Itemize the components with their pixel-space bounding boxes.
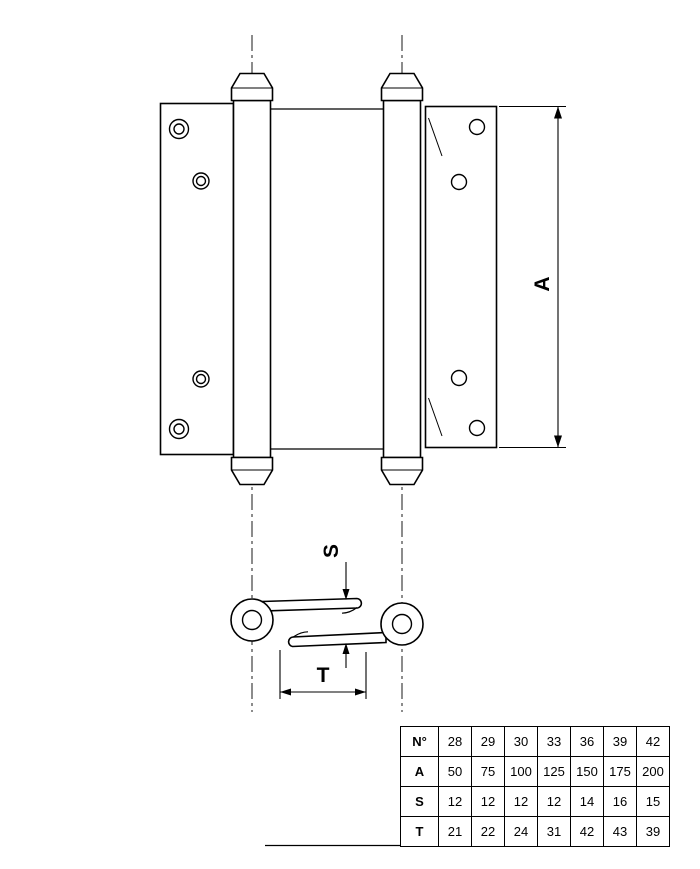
barrel-left-top-cap (230, 72, 274, 102)
barrel-left-body (232, 99, 272, 459)
dim-a-label: A (531, 276, 554, 291)
table-cell: 30 (504, 726, 538, 757)
screw-hole (168, 118, 190, 140)
plan-upper-leaf (261, 597, 363, 612)
screw-hole (168, 418, 190, 440)
hinge-plan-view (230, 597, 424, 648)
table-cell: 16 (603, 786, 637, 817)
dimension-s (342, 562, 350, 668)
plan-knuckle-right-outer (380, 602, 424, 646)
table-cell: 31 (537, 816, 571, 847)
table-cell: 36 (570, 726, 604, 757)
table-cell: 21 (438, 816, 472, 847)
table-cell: 100 (504, 756, 538, 787)
table-row-a: A 50 75 100 125 150 175 200 (400, 756, 670, 787)
dim-t-label: T (317, 664, 330, 687)
dim-s-label: S (320, 544, 343, 558)
left-leaf-plate (159, 102, 235, 456)
table-cell: 22 (471, 816, 505, 847)
table-cell: 12 (438, 786, 472, 817)
screw-holes-right (450, 118, 486, 437)
dim-a-arrow-bottom (554, 435, 562, 448)
plan-upper-leaf-curl (341, 607, 358, 614)
right-leaf-plate (424, 105, 498, 449)
screw-hole (450, 173, 468, 191)
table-cell: 33 (537, 726, 571, 757)
table-cell: 75 (471, 756, 505, 787)
plan-knuckle-left-outer (230, 598, 274, 642)
plan-lower-leaf-curl (292, 631, 309, 638)
screw-holes-left (168, 118, 210, 440)
dim-s-arrow-down (342, 589, 350, 600)
screw-hole (468, 419, 486, 437)
table-cell: 175 (603, 756, 637, 787)
screw-hole (192, 172, 210, 190)
row-header: A (400, 756, 439, 787)
barrel-right-bottom-cap (380, 456, 424, 486)
table-cell: 29 (471, 726, 505, 757)
table-cell: 12 (504, 786, 538, 817)
screw-hole (468, 118, 486, 136)
table-cell: 14 (570, 786, 604, 817)
row-header: T (400, 816, 439, 847)
plan-knuckle-right-pin (391, 613, 413, 635)
table-cell: 28 (438, 726, 472, 757)
table-cell: 43 (603, 816, 637, 847)
table-cell: 150 (570, 756, 604, 787)
table-cell: 12 (471, 786, 505, 817)
spring-barrel-right (380, 72, 424, 486)
dim-t-arrow-left (280, 688, 291, 696)
right-plate-bend-line-bottom (428, 397, 443, 437)
hinge-front-view (159, 72, 498, 486)
plan-knuckle-left-pin (241, 609, 263, 631)
table-cell: 200 (636, 756, 670, 787)
table-cell: 39 (603, 726, 637, 757)
table-cell: 12 (537, 786, 571, 817)
table-cell: 50 (438, 756, 472, 787)
plan-lower-leaf (287, 631, 387, 648)
row-header: N° (400, 726, 439, 757)
screw-hole (450, 369, 468, 387)
table-cell: 42 (636, 726, 670, 757)
table-cell: 39 (636, 816, 670, 847)
table-row-sizes: N° 28 29 30 33 36 39 42 (400, 726, 670, 757)
spring-barrel-left (230, 72, 274, 486)
table-row-t: T 21 22 24 31 42 43 39 (400, 816, 670, 847)
screw-hole (192, 370, 210, 388)
table-cell: 42 (570, 816, 604, 847)
dim-a-arrow-top (554, 106, 562, 119)
dimension-table: N° 28 29 30 33 36 39 42 A 50 75 100 125 … (400, 726, 670, 847)
dimension-a (499, 105, 566, 449)
table-cell: 24 (504, 816, 538, 847)
dimension-t (279, 650, 367, 699)
right-plate-bend-line-top (428, 117, 443, 157)
table-cell: 15 (636, 786, 670, 817)
dim-s-arrow-up (342, 643, 350, 654)
table-cell: 125 (537, 756, 571, 787)
barrel-left-bottom-cap (230, 456, 274, 486)
row-header: S (400, 786, 439, 817)
dim-t-arrow-right (355, 688, 366, 696)
table-row-s: S 12 12 12 12 14 16 15 (400, 786, 670, 817)
barrel-right-top-cap (380, 72, 424, 102)
barrel-right-body (382, 99, 422, 459)
